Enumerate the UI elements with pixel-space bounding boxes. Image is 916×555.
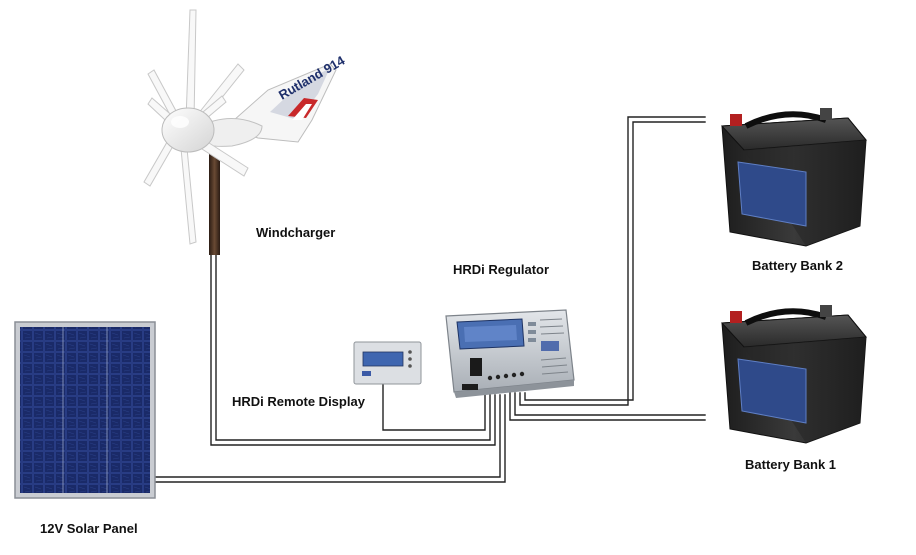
wire-solar-to-regulator — [154, 394, 506, 483]
battery-1-terminal-positive — [730, 311, 742, 323]
battery-2-label — [737, 161, 807, 227]
battery-1-terminal-negative — [820, 305, 832, 317]
solar-panel — [14, 321, 156, 499]
regulator — [445, 309, 575, 398]
wire-windcharger-to-regulator — [210, 254, 496, 446]
turbine-hub — [161, 107, 215, 153]
windcharger: Rutland 914 — [143, 9, 348, 255]
battery-1-label — [737, 358, 807, 424]
battery-bank-1-label: Battery Bank 1 — [745, 457, 837, 472]
wire-remote-to-regulator — [382, 384, 486, 431]
wiring — [154, 116, 706, 483]
wire-regulator-to-battery-bank-2 — [519, 116, 706, 406]
solar-panel-label: 12V Solar Panel — [40, 521, 138, 536]
battery-2-terminal-positive — [730, 114, 742, 126]
regulator-terminals — [487, 371, 525, 381]
solar-cells — [20, 327, 150, 493]
remote-lcd — [362, 351, 404, 367]
battery-bank-2 — [720, 108, 867, 247]
battery-bank-1 — [720, 305, 867, 444]
regulator-buttons — [528, 322, 536, 342]
remote-display-label: HRDi Remote Display — [232, 394, 365, 409]
battery-bank-2-label: Battery Bank 2 — [752, 258, 844, 273]
battery-1-handle — [744, 308, 827, 326]
turbine-mast — [209, 150, 220, 255]
wire-regulator-to-battery-bank-1 — [509, 392, 706, 421]
remote-display — [353, 341, 422, 385]
regulator-label: HRDi Regulator — [453, 262, 550, 277]
regulator-vents — [539, 318, 569, 375]
windcharger-label: Windcharger — [256, 225, 336, 240]
battery-2-handle — [744, 111, 827, 129]
regulator-switch — [470, 358, 482, 376]
battery-2-terminal-negative — [820, 108, 832, 120]
